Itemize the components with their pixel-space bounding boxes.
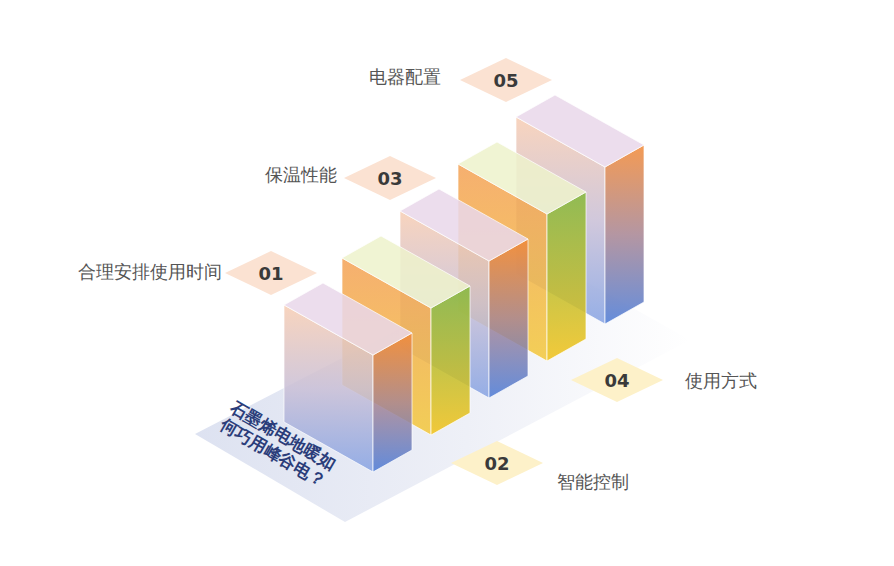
callout-diamond: 03保温性能	[344, 156, 436, 200]
diamond-fill	[344, 156, 436, 200]
callout-label: 合理安排使用时间	[78, 260, 222, 284]
callout-diamond: 05电器配置	[460, 58, 552, 102]
callout-diamond: 01合理安排使用时间	[225, 251, 317, 295]
callout-label: 智能控制	[557, 470, 629, 494]
callout-diamond: 04使用方式	[571, 358, 663, 402]
callout-number: 01	[225, 251, 317, 295]
diamond-fill	[460, 58, 552, 102]
diamond-fill	[451, 441, 543, 485]
callout-number: 04	[571, 358, 663, 402]
callout-number: 02	[451, 441, 543, 485]
callout-label: 使用方式	[685, 369, 757, 393]
callout-label: 电器配置	[369, 65, 441, 89]
callout-diamond: 02智能控制	[451, 441, 543, 485]
diamond-fill	[571, 358, 663, 402]
callout-number: 03	[344, 156, 436, 200]
callout-number: 05	[460, 58, 552, 102]
callout-label: 保温性能	[265, 163, 337, 187]
diamond-fill	[225, 251, 317, 295]
